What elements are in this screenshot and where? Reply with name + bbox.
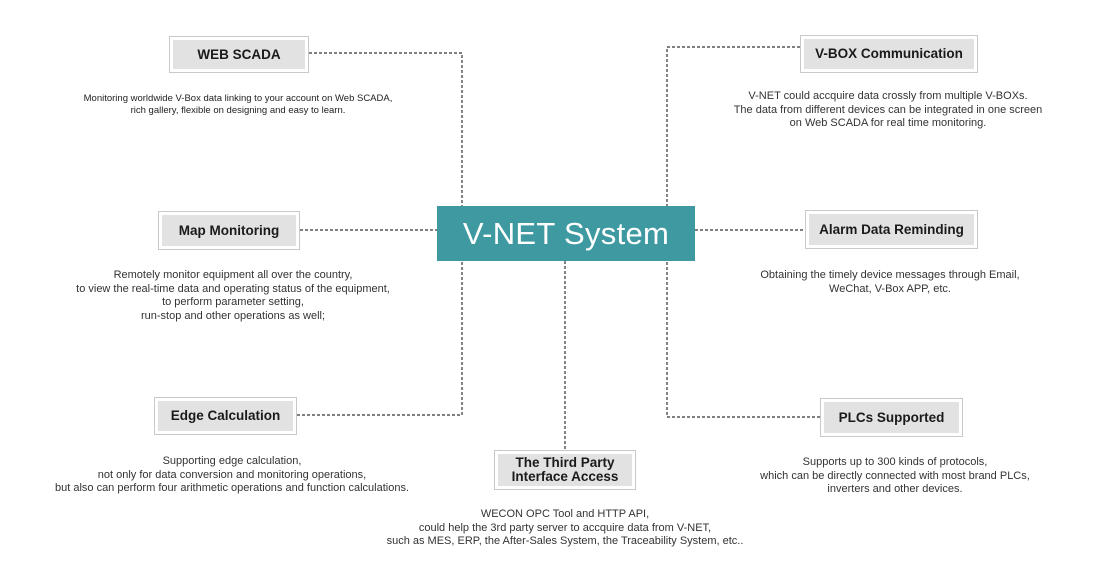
node-third-party: The Third Party Interface Access — [494, 450, 636, 490]
node-edge-calculation-title: Edge Calculation — [170, 408, 281, 423]
node-vbox-communication: V-BOX Communication — [800, 35, 978, 73]
node-edge-calculation: Edge Calculation — [154, 397, 297, 435]
node-third-party-title-line2: Interface Access — [511, 469, 619, 484]
desc-map-monitoring: Remotely monitor equipment all over the … — [76, 269, 390, 322]
connector-web-scada — [309, 52, 463, 207]
desc-edge-calculation: Supporting edge calculation, not only fo… — [54, 455, 410, 494]
node-map-monitoring: Map Monitoring — [158, 211, 300, 250]
hub-v-net-system: V-NET System — [437, 206, 695, 261]
connector-vbox-communication — [666, 46, 800, 207]
desc-web-scada: Monitoring worldwide V-Box data linking … — [83, 93, 393, 116]
node-alarm-reminding-title: Alarm Data Reminding — [819, 221, 964, 237]
node-plcs-supported-title: PLCs Supported — [838, 409, 945, 425]
hub-title: V-NET System — [462, 215, 670, 251]
connector-plcs-supported — [666, 261, 820, 418]
node-third-party-title-line1: The Third Party — [515, 455, 615, 470]
desc-alarm-reminding: Obtaining the timely device messages thr… — [760, 269, 1020, 295]
node-alarm-reminding: Alarm Data Reminding — [805, 210, 978, 249]
node-map-monitoring-title: Map Monitoring — [178, 222, 280, 238]
desc-third-party: WECON OPC Tool and HTTP API, could help … — [386, 508, 744, 547]
desc-vbox-communication: V-NET could accquire data crossly from m… — [733, 90, 1043, 129]
node-plcs-supported: PLCs Supported — [820, 398, 963, 437]
node-vbox-communication-title: V-BOX Communication — [815, 46, 963, 61]
connector-edge-calculation — [297, 261, 463, 416]
desc-plcs-supported: Supports up to 300 kinds of protocols, w… — [760, 456, 1030, 495]
node-web-scada: WEB SCADA — [169, 36, 309, 73]
node-web-scada-title: WEB SCADA — [197, 46, 281, 62]
